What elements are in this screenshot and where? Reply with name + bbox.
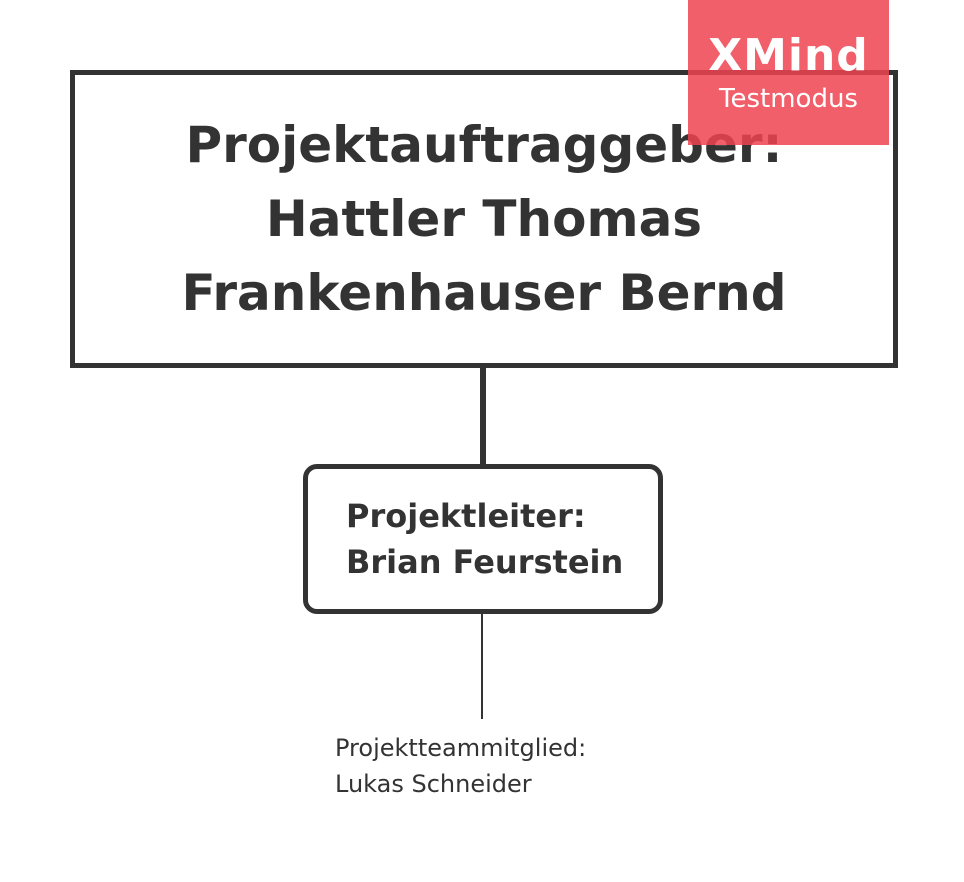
root-topic-line-1: Projektauftraggeber: bbox=[185, 116, 783, 174]
root-topic-line-3: Frankenhauser Bernd bbox=[181, 264, 787, 322]
subtopic-project-lead[interactable]: Projektleiter: Brian Feurstein bbox=[303, 464, 663, 614]
root-topic-line-2: Hattler Thomas bbox=[265, 190, 703, 248]
watermark-mode: Testmodus bbox=[719, 83, 858, 114]
root-topic[interactable]: Projektauftraggeber: Hattler Thomas Fran… bbox=[70, 70, 898, 368]
subtopic-line-2: Brian Feurstein bbox=[346, 543, 624, 581]
subtopic-to-member-connector bbox=[481, 614, 483, 719]
subtopic-line-1: Projektleiter: bbox=[346, 497, 586, 535]
member-topic-line-2: Lukas Schneider bbox=[335, 770, 532, 798]
member-topic[interactable]: Projektteammitglied: Lukas Schneider bbox=[335, 730, 586, 802]
root-to-subtopic-connector bbox=[480, 363, 486, 466]
member-topic-line-1: Projektteammitglied: bbox=[335, 734, 587, 762]
watermark-brand: XMind bbox=[708, 29, 869, 81]
xmind-testmode-watermark: XMind Testmodus bbox=[688, 0, 889, 145]
